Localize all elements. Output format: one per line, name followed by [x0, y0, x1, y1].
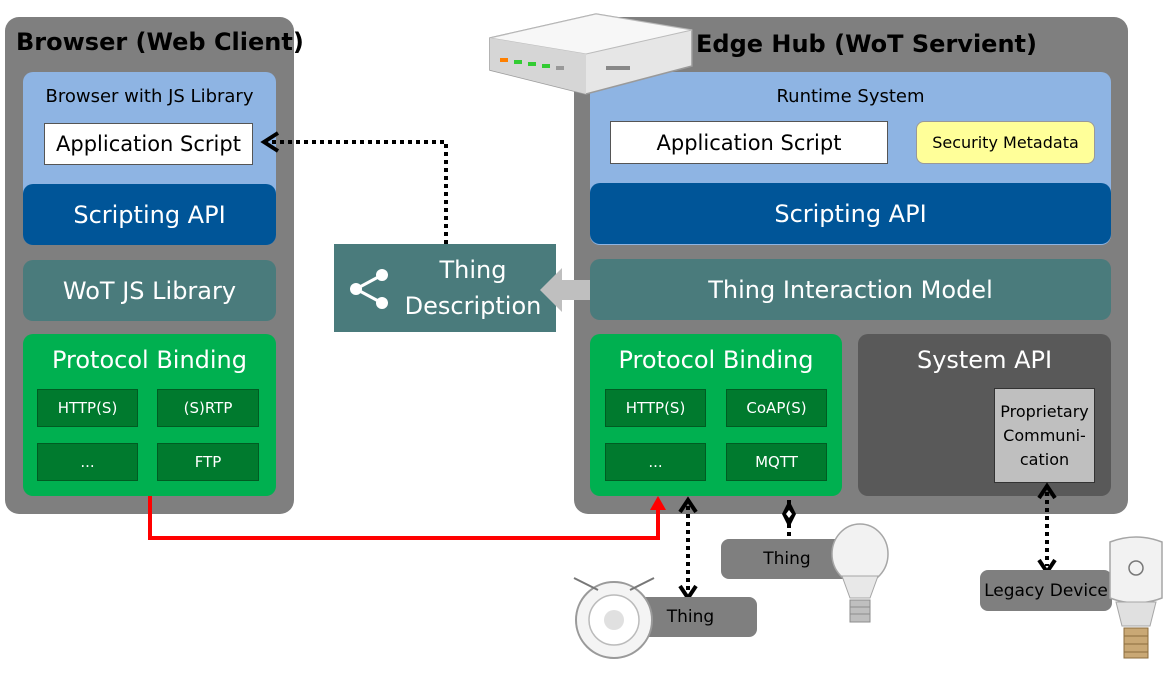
thing-interaction-model: Thing Interaction Model	[590, 259, 1111, 320]
browser-to-edge-arrow	[148, 496, 660, 540]
edge-protocol-mqtt: MQTT	[726, 443, 827, 481]
browser-protocol-http: HTTP(S)	[37, 389, 138, 427]
browser-title: Browser (Web Client)	[16, 28, 304, 56]
proprietary-line1: Proprietary	[1000, 401, 1089, 421]
edge-title: Edge Hub (WoT Servient)	[696, 30, 1037, 58]
share-icon	[350, 269, 388, 309]
router-icon	[489, 13, 693, 95]
browser-app-script: Application Script	[44, 123, 253, 165]
legacy-device-label: Legacy Device	[980, 570, 1112, 611]
proprietary-line3: cation	[1019, 449, 1070, 469]
edge-app-script: Application Script	[610, 121, 888, 164]
edge-scripting-api: Scripting API	[590, 183, 1111, 244]
thing-description	[334, 244, 556, 332]
legacy-bulb-icon	[1109, 536, 1163, 659]
edge-protocol-more: ...	[605, 443, 706, 481]
browser-scripting-api: Scripting API	[23, 184, 276, 245]
edge-protocol-coap: CoAP(S)	[726, 389, 827, 427]
wot-js-library: WoT JS Library	[23, 260, 276, 321]
thing-bulb-label: Thing	[721, 539, 853, 579]
td-to-script-arrow	[266, 140, 448, 244]
edge-runtime-label: Runtime System	[776, 86, 925, 107]
system-api-title: System API	[916, 346, 1053, 374]
browser-protocol-binding-title: Protocol Binding	[51, 346, 248, 374]
security-metadata: Security Metadata	[916, 121, 1095, 164]
edge-protocol-http: HTTP(S)	[605, 389, 706, 427]
proprietary-line2: Communi-	[1003, 425, 1086, 445]
td-label-line1: Thing	[439, 256, 507, 284]
browser-protocol-more: ...	[37, 443, 138, 481]
proprietary-communication: Proprietary Communi- cation	[994, 388, 1095, 483]
robot-vacuum-icon	[573, 577, 655, 659]
browser-runtime-label: Browser with JS Library	[45, 86, 254, 107]
browser-protocol-ftp: FTP	[157, 443, 259, 481]
browser-protocol-rtp: (S)RTP	[157, 389, 259, 427]
light-bulb-icon	[831, 523, 889, 623]
td-label-line2: Description	[404, 292, 542, 320]
model-to-td-arrow	[540, 268, 590, 312]
edge-protocol-binding-title: Protocol Binding	[618, 346, 814, 374]
